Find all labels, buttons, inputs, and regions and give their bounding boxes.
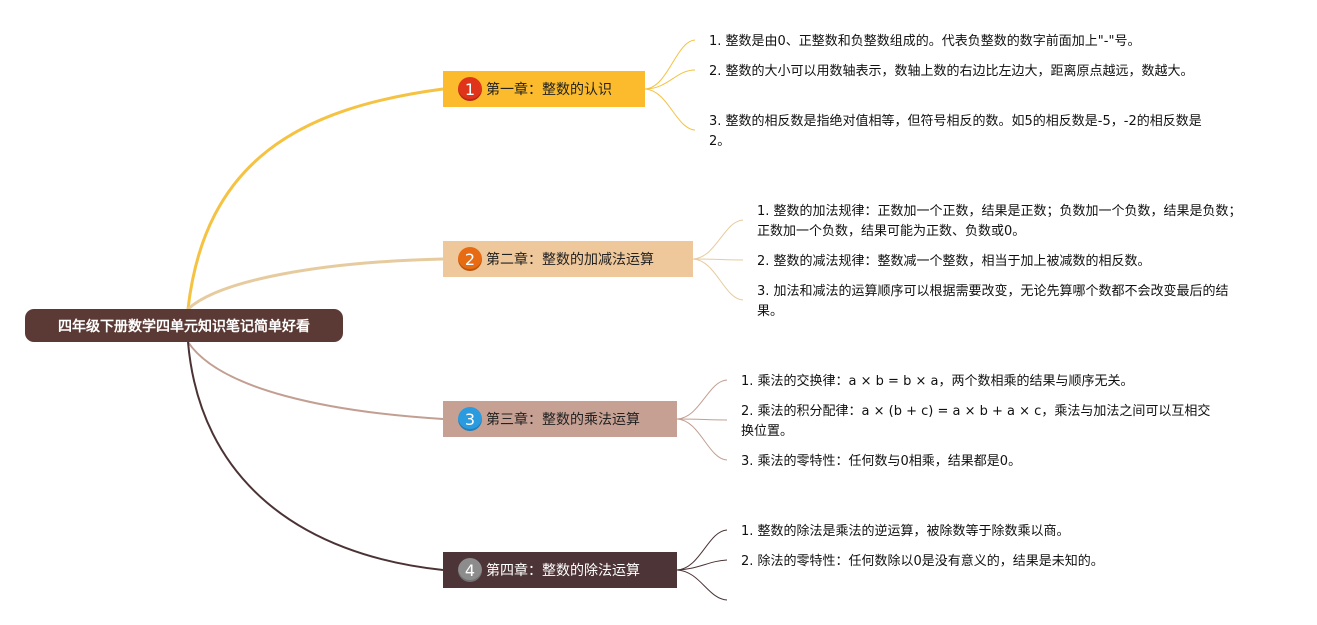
chapter-2-item-3[interactable]: 3. 加法和减法的运算顺序可以根据需要改变，无论先算哪个数都不会改变最后的结果。: [757, 284, 1229, 319]
chapter-4-item-2[interactable]: 2. 除法的零特性：任何数除以0是没有意义的，结果是未知的。: [741, 554, 1104, 569]
leaf-line-1-3: [644, 88, 696, 131]
leaf-line-3-3: [676, 418, 728, 461]
chapter-2-item-2[interactable]: 2. 整数的减法规律：整数减一个整数，相当于加上被减数的相反数。: [757, 254, 1151, 269]
branch-line-2: [186, 257, 444, 311]
leaf-line-1-1: [644, 39, 696, 90]
number-4-badge-icon: 4: [458, 558, 482, 582]
leaf-line-1-2: [644, 69, 696, 90]
branch-line-3: [187, 341, 444, 420]
chapter-1-item-1[interactable]: 1. 整数是由0、正整数和负整数组成的。代表负整数的数字前面加上"-"号。: [709, 34, 1141, 49]
chapter-2-topic[interactable]: 2 第二章：整数的加减法运算: [443, 241, 693, 277]
branch-line-4: [187, 341, 444, 571]
chapter-4-item-1[interactable]: 1. 整数的除法是乘法的逆运算，被除数等于除数乘以商。: [741, 524, 1070, 539]
chapter-3-item-1[interactable]: 1. 乘法的交换律：a × b = b × a，两个数相乘的结果与顺序无关。: [741, 374, 1134, 389]
number-1-badge-icon: 1: [458, 77, 482, 101]
chapter-3-item-2[interactable]: 2. 乘法的积分配律：a × (b + c) = a × b + a × c，乘…: [741, 404, 1211, 439]
chapter-1-topic[interactable]: 1 第一章：整数的认识: [443, 71, 645, 107]
leaf-line-2-3: [692, 258, 744, 301]
leaf-line-2-1: [692, 219, 744, 260]
chapter-3-item-3[interactable]: 3. 乘法的零特性：任何数与0相乘，结果都是0。: [741, 454, 1022, 469]
chapter-4-topic[interactable]: 4 第四章：整数的除法运算: [443, 552, 677, 588]
root-topic[interactable]: 四年级下册数学四单元知识笔记简单好看: [25, 309, 343, 342]
chapter-3-label: 第三章：整数的乘法运算: [486, 412, 640, 428]
number-2-badge-icon: 2: [458, 247, 482, 271]
leaf-line-2-2: [692, 258, 744, 261]
chapter-1-label: 第一章：整数的认识: [486, 82, 612, 98]
chapter-4-label: 第四章：整数的除法运算: [486, 563, 640, 579]
chapter-2-label: 第二章：整数的加减法运算: [486, 252, 654, 268]
number-3-badge-icon: 3: [458, 407, 482, 431]
leaf-line-4-2: [676, 559, 728, 571]
chapter-1-item-2[interactable]: 2. 整数的大小可以用数轴表示，数轴上数的右边比左边大，距离原点越远，数越大。: [709, 64, 1194, 79]
chapter-3-topic[interactable]: 3 第三章：整数的乘法运算: [443, 401, 677, 437]
leaf-line-4-3: [676, 569, 728, 601]
leaf-line-4-1: [676, 529, 728, 571]
leaf-line-3-2: [676, 418, 728, 421]
chapter-1-item-3[interactable]: 3. 整数的相反数是指绝对值相等，但符号相反的数。如5的相反数是-5，-2的相反…: [709, 114, 1202, 149]
leaf-line-3-1: [676, 379, 728, 420]
branch-line-1: [186, 87, 444, 310]
chapter-2-item-1[interactable]: 1. 整数的加法规律：正数加一个正数，结果是正数；负数加一个负数，结果是负数；正…: [757, 204, 1242, 239]
